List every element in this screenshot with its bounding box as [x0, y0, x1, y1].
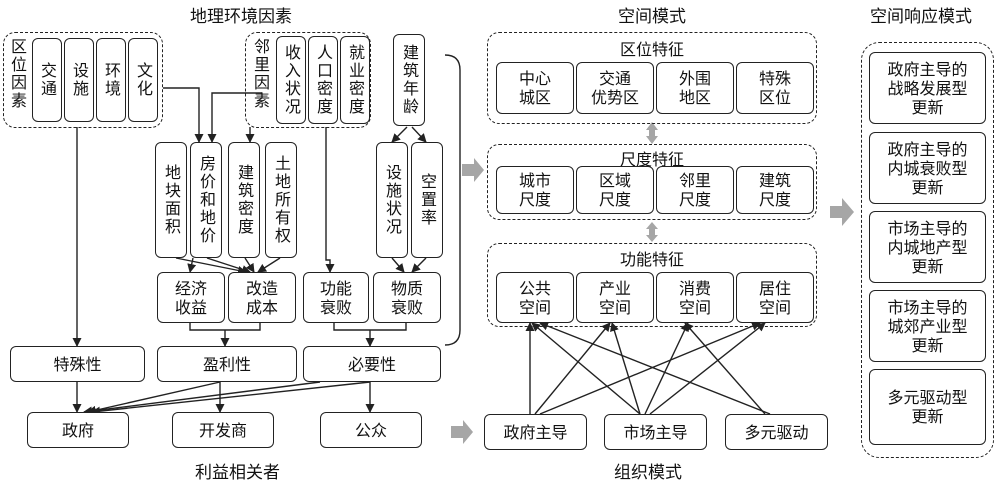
- header-response-pattern: 空间响应模式: [870, 7, 972, 27]
- factor-building-age: 建筑年龄: [393, 34, 425, 126]
- neighborhood-factors-label: 邻里因素: [251, 38, 270, 110]
- response-gov-inner-decline: 政府主导的 内城衰败型 更新: [869, 132, 986, 204]
- factor-environment: 环境: [96, 38, 126, 122]
- org-multi-driven: 多元驱动: [725, 414, 828, 450]
- actor-government: 政府: [27, 412, 129, 448]
- response-market-suburban-industry: 市场主导的 城郊产业型 更新: [869, 290, 986, 362]
- property-necessity: 必要性: [303, 346, 441, 382]
- factor-facility-condition: 设施状况: [376, 142, 408, 258]
- scale-city: 城市 尺度: [496, 166, 574, 214]
- org-market-led: 市场主导: [604, 414, 707, 450]
- scale-neighborhood: 邻里 尺度: [656, 166, 734, 214]
- spatial-group-scale: [487, 144, 817, 220]
- factor-culture: 文化: [128, 38, 158, 122]
- factor-facilities: 设施: [64, 38, 94, 122]
- org-government-led: 政府主导: [484, 414, 587, 450]
- factor-transport: 交通: [32, 38, 62, 122]
- function-consumption-space: 消费 空间: [656, 272, 734, 323]
- header-geo-factors: 地理环境因素: [190, 7, 292, 27]
- factor-land-ownership: 土地所有权: [265, 142, 297, 258]
- location-factors-group: [3, 32, 163, 128]
- spatial-group-location-title: 区位特征: [620, 40, 685, 59]
- factor-population-density: 人口密度: [308, 36, 338, 124]
- header-stakeholders: 利益相关者: [195, 463, 280, 483]
- scale-region: 区域 尺度: [576, 166, 654, 214]
- factor-plot-area: 地块面积: [155, 142, 187, 258]
- header-spatial-pattern: 空间模式: [618, 7, 686, 27]
- economic-return-box: 经济 收益: [157, 272, 225, 323]
- spatial-group-location: [487, 32, 817, 124]
- factor-income: 收入状况: [276, 36, 306, 124]
- location-factors-label: 区位因素: [8, 38, 27, 110]
- location-transport-advantage: 交通 优势区: [576, 62, 654, 114]
- spatial-group-scale-title: 尺度特征: [620, 150, 685, 169]
- physical-decline-box: 物质 衰败: [373, 272, 441, 323]
- scale-building: 建筑 尺度: [736, 166, 814, 214]
- spatial-group-function: [487, 243, 817, 327]
- factor-building-density: 建筑密度: [228, 142, 260, 258]
- response-gov-strategic: 政府主导的 战略发展型 更新: [869, 52, 986, 124]
- function-industrial-space: 产业 空间: [576, 272, 654, 323]
- functional-decline-box: 功能 衰败: [303, 272, 369, 323]
- neighborhood-factors-group: [245, 32, 371, 128]
- location-special: 特殊 区位: [736, 62, 814, 114]
- renovation-cost-box: 改造 成本: [228, 272, 296, 323]
- response-modes-group: [861, 42, 994, 458]
- header-organization: 组织模式: [614, 463, 682, 483]
- location-central-city: 中心 城区: [496, 62, 574, 114]
- response-multi-driven: 多元驱动型 更新: [869, 369, 986, 445]
- function-public-space: 公共 空间: [496, 272, 574, 323]
- function-residential-space: 居住 空间: [736, 272, 814, 323]
- property-particularity: 特殊性: [10, 346, 145, 382]
- location-periphery: 外围 地区: [656, 62, 734, 114]
- actor-developer: 开发商: [172, 412, 274, 448]
- factor-house-land-price: 房价和地价: [190, 142, 222, 258]
- response-market-inner-real-estate: 市场主导的 内城地产型 更新: [869, 211, 986, 283]
- spatial-group-function-title: 功能特征: [620, 250, 685, 269]
- actor-public: 公众: [320, 412, 422, 448]
- factor-vacancy-rate: 空置率: [411, 142, 443, 258]
- factor-employment-density: 就业密度: [340, 36, 370, 124]
- property-profitability: 盈利性: [157, 346, 297, 382]
